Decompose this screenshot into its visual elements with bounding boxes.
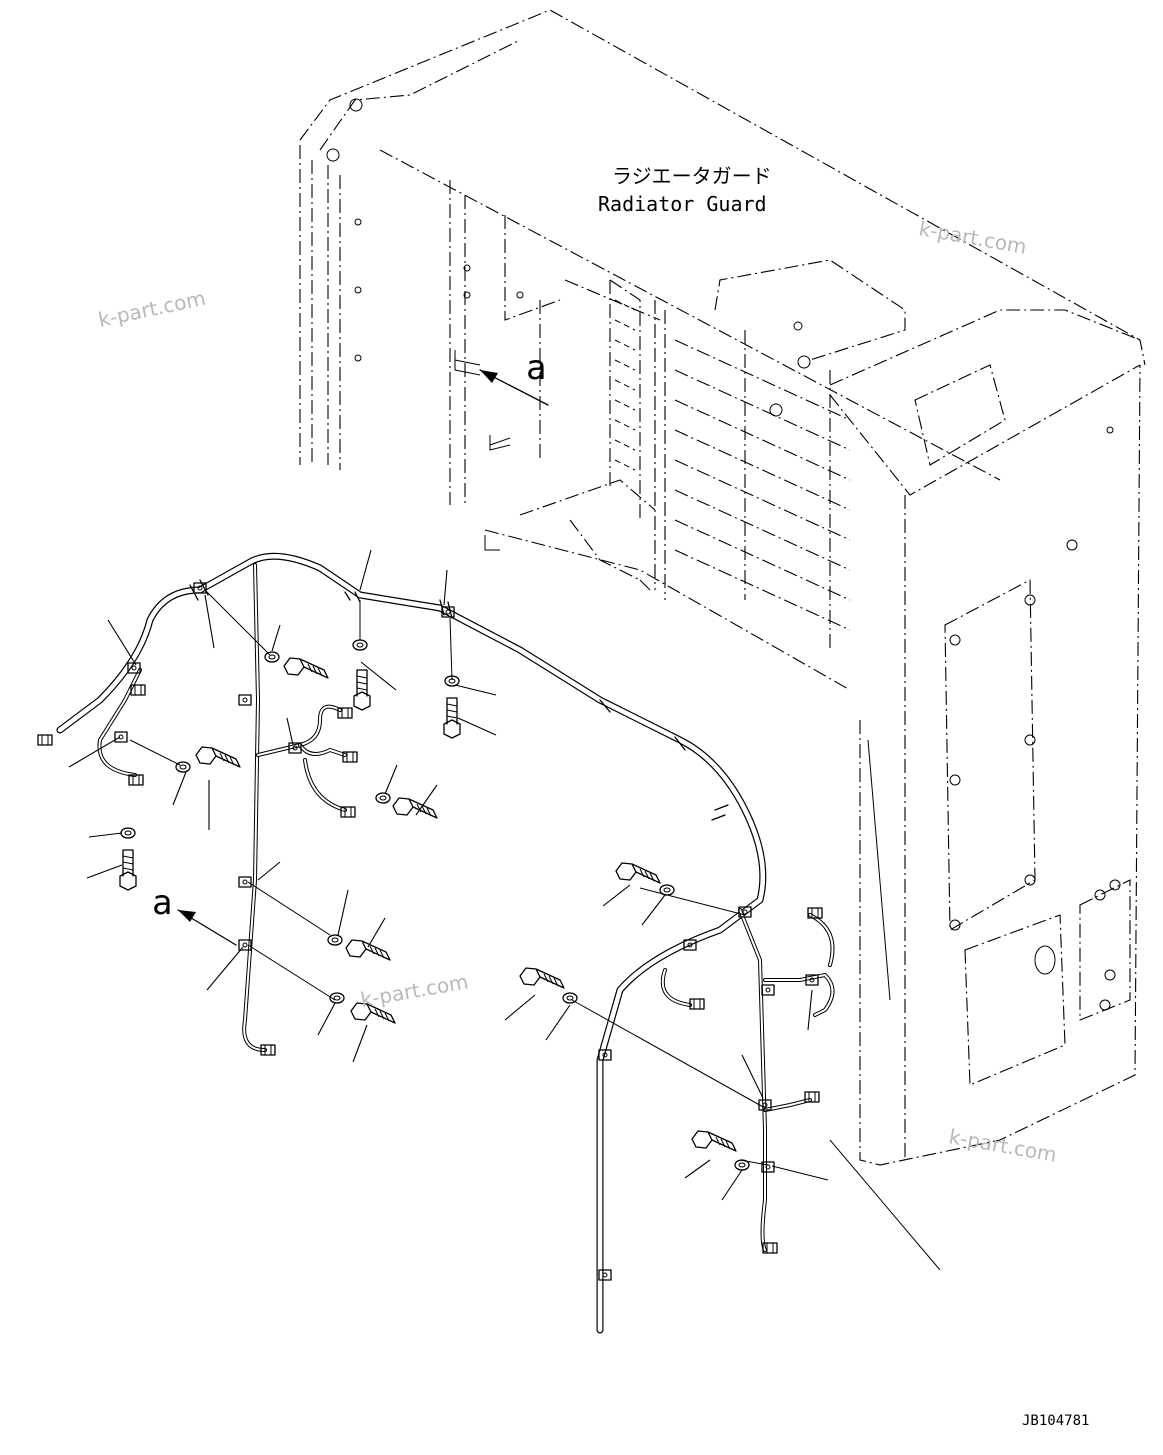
view-arrow-lower <box>177 909 237 946</box>
drawing-number: JB104781 <box>1022 1413 1089 1429</box>
radiator-guard-outline <box>299 9 1146 1166</box>
view-arrow-upper <box>479 369 549 406</box>
watermark-4: k-part.com <box>947 1124 1058 1167</box>
wire-harness <box>56 552 835 1334</box>
watermark-2: k-part.com <box>917 216 1028 259</box>
washer-icon <box>120 639 750 1171</box>
view-label-lower: a <box>152 883 172 923</box>
hex-bolt-icon <box>119 657 737 1152</box>
connector-icon <box>37 684 823 1254</box>
watermark-3: k-part.com <box>359 969 470 1012</box>
assembly-lines <box>129 589 769 1166</box>
callout-leaders <box>68 549 829 1201</box>
japanese-title: ラジエータガード <box>612 164 772 188</box>
english-title: Radiator Guard <box>598 192 767 216</box>
watermark-1: k-part.com <box>96 286 208 332</box>
view-label-upper: a <box>526 348 546 388</box>
